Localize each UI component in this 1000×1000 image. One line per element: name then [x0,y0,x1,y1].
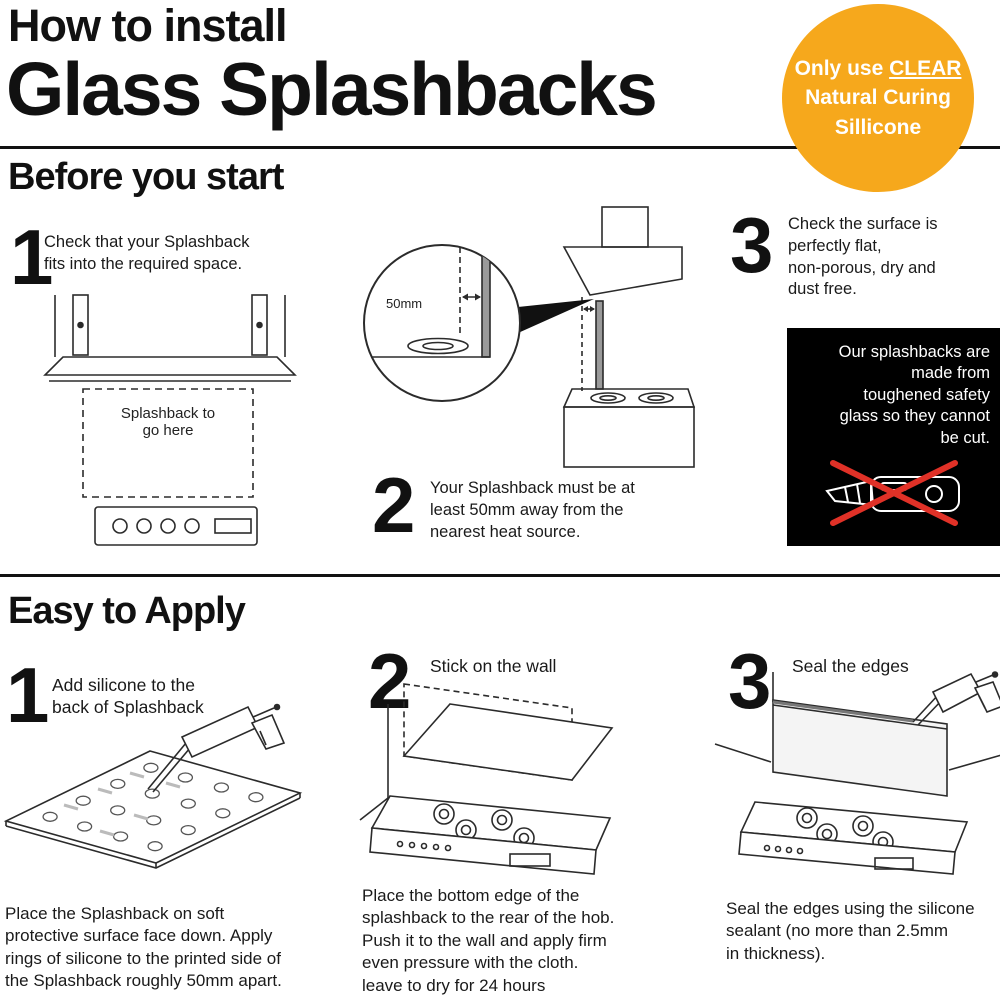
before-step1-text: Check that your Splashback fits into the… [44,233,250,273]
safety-warning-text: Our splashbacks are made from toughened … [838,343,990,447]
badge-line1: Only use CLEAR [794,56,962,80]
apply-step1-number: 1 [6,651,49,739]
apply-step1-title: Add silicone to the back of Splashback [52,675,204,718]
badge-line2: Natural Curing [805,86,951,110]
page-title-line2: Glass Splashbacks [6,47,658,131]
printed-pattern [63,771,181,837]
splashback-area-label: Splashback to go here [120,405,216,439]
badge-line3: Sillicone [834,115,922,139]
caulking-gun-icon [147,703,286,793]
before-step2-number: 2 [372,461,415,549]
badge-text: Only use CLEAR Natural Curing Sillicone [795,54,962,142]
before-step3-number: 3 [730,201,773,289]
before-step3-text: Check the surface is perfectly flat, non… [788,215,938,299]
silicone-rings [42,762,264,852]
apply-step2-caption: Place the bottom edge of the splashback … [362,886,615,995]
before-step1-number: 1 [10,213,53,301]
apply-step3-number: 3 [728,637,771,725]
section-heading-before: Before you start [8,156,284,198]
divider-middle [0,574,1000,577]
caulking-gun-icon [912,671,1000,726]
stick-on-wall-diagram [359,683,614,875]
safety-warning-box: Our splashbacks are made from toughened … [787,328,1000,546]
apply-step2-title: Stick on the wall [430,656,557,676]
no-cutting-knife-icon [824,460,960,527]
splashback-space-diagram [43,294,297,546]
apply-step3-caption: Seal the edges using the silicone sealan… [726,899,975,963]
clearance-diagram [363,206,696,468]
page-title-line1: How to install [8,0,287,51]
apply-silicone-diagram [3,703,303,869]
section-heading-apply: Easy to Apply [8,590,246,632]
apply-step1-caption: Place the Splashback on soft protective … [5,904,282,991]
silicone-badge: Only use CLEAR Natural Curing Sillicone [782,4,974,192]
sealant-bead [772,700,914,723]
badge-underlined-word: CLEAR [889,56,962,80]
before-step2-text: Your Splashback must be at least 50mm aw… [430,479,635,541]
red-cross-icon [829,460,958,527]
apply-step3-title: Seal the edges [792,656,909,676]
seal-edges-diagram [714,671,1000,875]
divider-top [0,146,1000,149]
clearance-measurement-label: 50mm [386,296,423,311]
